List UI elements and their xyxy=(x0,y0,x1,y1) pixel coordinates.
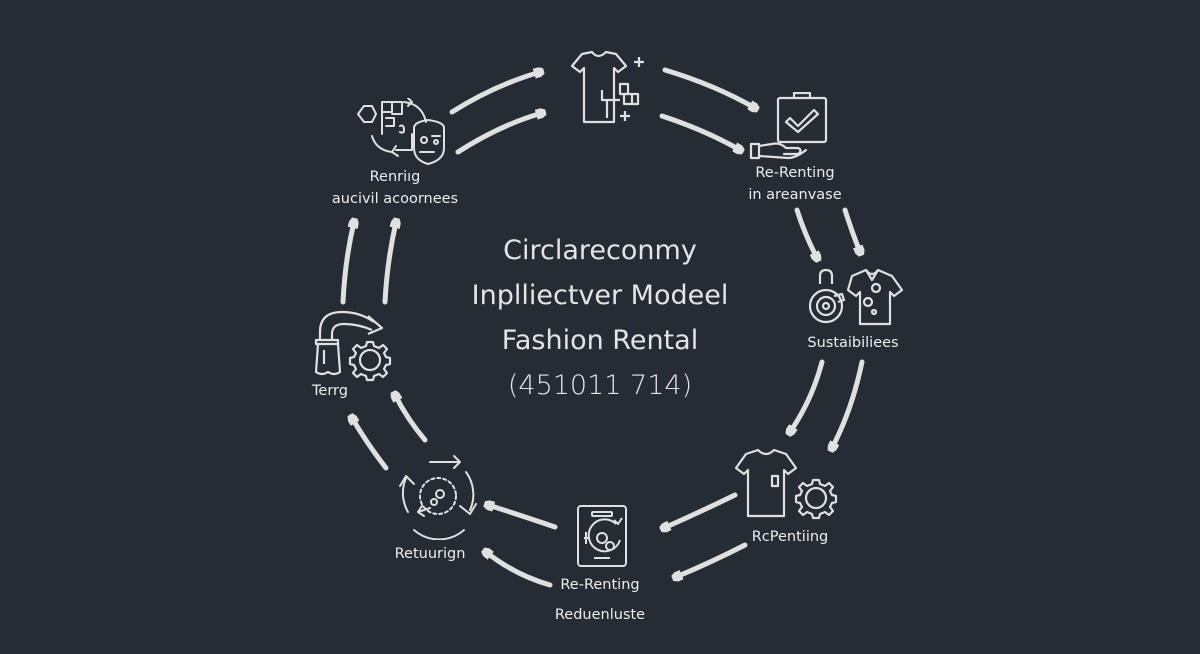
arrow-right-to-bottomright-1 xyxy=(790,359,825,432)
label-line: Reduenluste xyxy=(554,607,646,623)
arrow-right-to-bottomright-2 xyxy=(832,359,865,448)
label-line: Re-Renting xyxy=(755,165,835,181)
arrow-bottomright-to-bottom-1 xyxy=(664,492,738,528)
arrow-top-to-topright-1 xyxy=(662,67,755,108)
title-line-3: Fashion Rental xyxy=(501,325,699,356)
cycle-mask-icon xyxy=(356,98,466,166)
title-line-2: Inplliectver Modeel xyxy=(471,280,729,311)
node-label-top-right: Re-Renting in areanvase xyxy=(735,162,855,206)
washing-gear-icon xyxy=(312,308,402,388)
arrow-bottomleft-to-left-2 xyxy=(395,395,428,443)
arrow-topright-to-right-1 xyxy=(794,207,817,258)
label-line: in areanvase xyxy=(748,187,842,203)
briefcase-check-hand-icon xyxy=(748,92,838,164)
arrow-topleft-to-top-2 xyxy=(455,113,542,155)
arrow-bottom-to-bottomleft-2 xyxy=(486,552,553,588)
title-line-1: Circlareconmy xyxy=(503,235,697,266)
label-line: Terrg xyxy=(312,383,348,399)
node-label-left: Terrg xyxy=(300,380,360,402)
label-line: RcPentiing xyxy=(751,529,829,545)
node-label-top-left: Renriıg aucivil acoornees xyxy=(320,166,470,210)
node-label-bottom: Re-Renting Reduenluste xyxy=(545,574,655,626)
arrow-top-to-topright-2 xyxy=(659,113,740,150)
arrow-bottomright-to-bottom-2 xyxy=(676,542,748,577)
label-line: Renriıg xyxy=(369,169,421,185)
node-label-bottom-right: RcPentiing xyxy=(740,526,840,548)
arrow-bottom-to-bottomleft-1 xyxy=(488,505,558,530)
node-label-right: Sustaibiliees xyxy=(790,332,916,354)
title-line-4: (451011 714) xyxy=(507,370,693,401)
tshirt-with-sewing-icon xyxy=(562,48,652,128)
bottle-and-shirt-icon xyxy=(808,266,908,332)
tablet-gears-icon xyxy=(576,504,630,568)
label-line: Sustaibiliees xyxy=(807,335,899,351)
label-line: Retuurign xyxy=(394,546,466,562)
arrow-topleft-to-top-1 xyxy=(449,72,540,115)
circular-return-icon xyxy=(390,450,490,540)
diagram-title: Circlareconmy Inplliectver Modeel Fashio… xyxy=(400,228,800,408)
arrow-left-to-topleft-1 xyxy=(340,222,354,305)
arrow-topright-to-right-2 xyxy=(842,207,860,252)
label-line: aucivil acoornees xyxy=(331,191,459,207)
arrow-left-to-topleft-2 xyxy=(382,222,396,305)
tshirt-gear-icon xyxy=(732,448,842,520)
node-label-bottom-left: Retuurign xyxy=(375,543,485,565)
label-line: Re-Renting xyxy=(560,577,640,593)
arrow-bottomleft-to-left-1 xyxy=(352,418,389,471)
